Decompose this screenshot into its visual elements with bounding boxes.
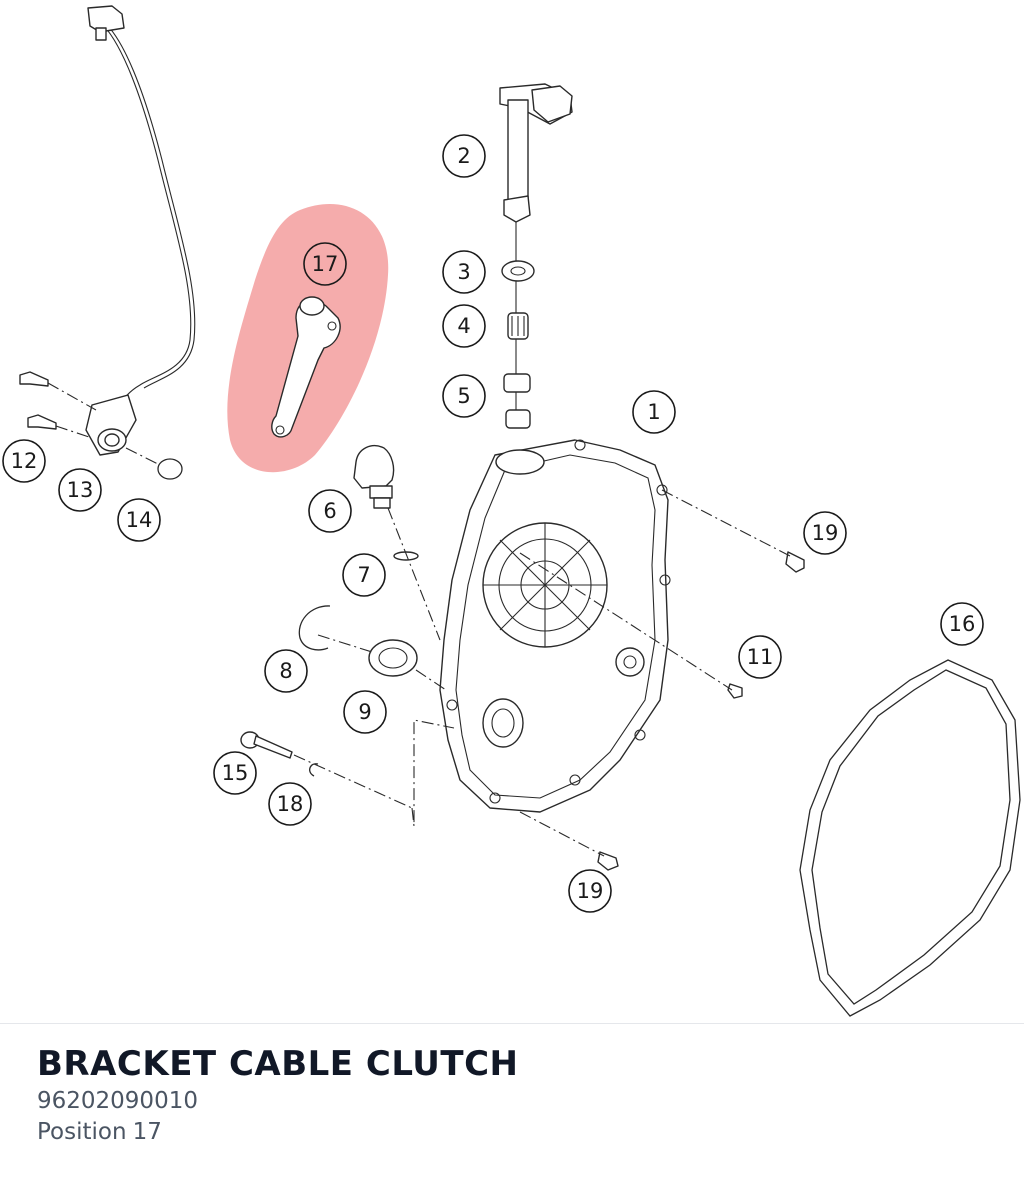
callout-11: 11 [738,635,782,679]
callout-5: 5 [442,374,486,418]
callout-17: 17 [303,242,347,286]
svg-text:9: 9 [358,700,371,724]
svg-text:19: 19 [577,879,604,903]
circlip-and-seal [298,605,447,691]
callout-15: 15 [213,751,257,795]
callout-8: 8 [264,649,308,693]
callout-13: 13 [58,468,102,512]
svg-text:12: 12 [11,449,38,473]
svg-text:16: 16 [949,612,976,636]
svg-text:7: 7 [357,563,370,587]
filler-plug [353,444,441,641]
position-value: 17 [132,1119,162,1145]
svg-text:11: 11 [747,645,774,669]
clutch-cover-housing [439,439,671,813]
part-title: BRACKET CABLE CLUTCH [37,1044,519,1084]
part-number: 96202090010 [37,1088,198,1114]
position-label: Position [37,1119,127,1145]
svg-text:5: 5 [457,384,470,408]
callout-19-upper: 19 [803,511,847,555]
exploded-parts-diagram: 1 2 3 4 5 6 7 8 9 11 12 13 14 15 16 17 1… [2,5,1021,1017]
cover-gasket [799,659,1021,1017]
callout-19-lower: 19 [568,869,612,913]
svg-text:6: 6 [323,499,336,523]
callout-3: 3 [442,250,486,294]
callout-16: 16 [940,602,984,646]
cable-sensor-assembly [19,5,196,480]
callout-14: 14 [117,498,161,542]
callout-18: 18 [268,782,312,826]
callout-12: 12 [2,439,46,483]
callout-4: 4 [442,304,486,348]
svg-text:4: 4 [457,314,470,338]
svg-text:19: 19 [812,521,839,545]
callout-6: 6 [308,489,352,533]
svg-text:14: 14 [126,508,153,532]
svg-text:13: 13 [67,478,94,502]
dowels [519,489,805,871]
svg-text:17: 17 [312,252,339,276]
callout-9: 9 [343,690,387,734]
svg-text:1: 1 [647,400,660,424]
callout-2: 2 [442,134,486,178]
callout-1: 1 [632,390,676,434]
svg-text:3: 3 [457,260,470,284]
svg-text:8: 8 [279,659,292,683]
shift-shaft-assembly [499,83,573,429]
bracket-cable-clutch [271,296,341,438]
svg-text:2: 2 [457,144,470,168]
svg-text:15: 15 [222,761,249,785]
callout-7: 7 [342,553,386,597]
svg-text:18: 18 [277,792,304,816]
cover-gasket-inner [811,669,1011,1005]
footer-divider [0,1023,1024,1024]
bolt-and-clip [240,719,455,827]
